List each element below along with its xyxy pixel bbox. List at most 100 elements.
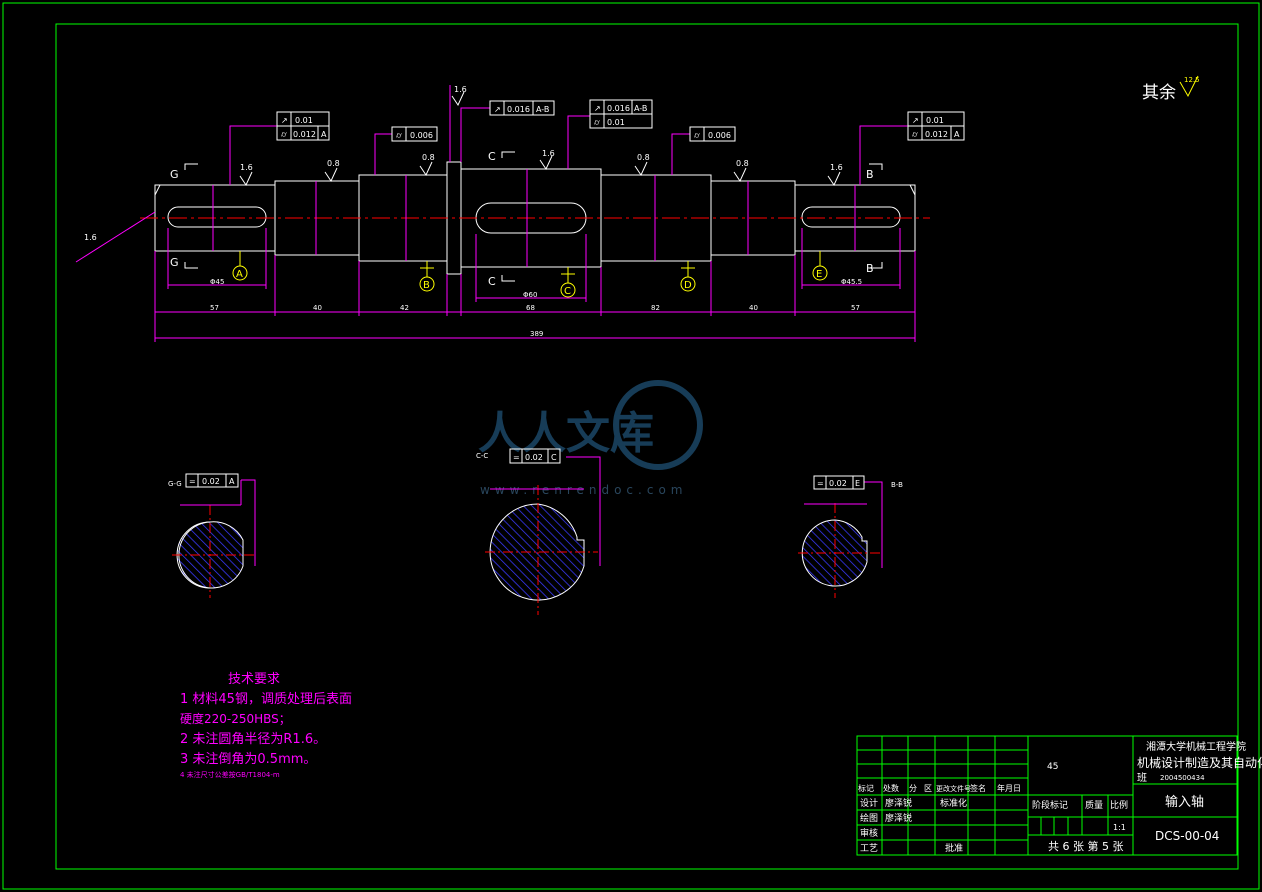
datum-A: A xyxy=(236,269,243,280)
tf1-r2-datum: A xyxy=(321,130,327,139)
section-mark-4: B xyxy=(866,168,874,181)
tech-item-3: 3 未注倒角为0.5mm。 xyxy=(180,752,316,767)
tolerance-frame-3 xyxy=(489,100,555,116)
tb-h-change: 更改文件号 xyxy=(936,784,971,793)
section-mark-0: G xyxy=(170,168,179,181)
frame-bb-datum: E xyxy=(855,479,860,488)
tf6-r1-sym: ↗ xyxy=(912,116,919,125)
dim-seg-0: 57 xyxy=(210,304,219,312)
tf4-r2-sym: ⌭ xyxy=(594,118,600,127)
tech-title: 技术要求 xyxy=(228,672,280,687)
frame-gg-sym: = xyxy=(189,477,196,486)
datum-D: D xyxy=(684,280,692,291)
tf4-r2-val: 0.01 xyxy=(607,118,625,127)
frame-bb-sym: = xyxy=(817,479,824,488)
dim-keyway-1: Φ60 xyxy=(523,291,537,299)
section-label-cc: C-C xyxy=(476,452,488,460)
tb-class: 班 xyxy=(1137,772,1147,784)
tech-requirements: 技术要求 1 材料45钢，调质处理后表面 硬度220-250HBS； 2 未注圆… xyxy=(180,672,352,779)
tolerance-frame-6 xyxy=(907,111,965,141)
dim-seg-2: 42 xyxy=(400,304,409,312)
roughness-symbols xyxy=(239,91,841,187)
section-mark-5: B xyxy=(866,262,874,275)
datum-B: B xyxy=(423,280,430,291)
tolerance-frame-5 xyxy=(689,126,736,142)
tech-item-2: 2 未注圆角半径为R1.6。 xyxy=(180,732,326,747)
roughness-1: 0.8 xyxy=(327,159,340,168)
inner-frame xyxy=(55,23,1239,870)
tech-item-1: 硬度220-250HBS； xyxy=(180,711,291,726)
roughness-8: 1.6 xyxy=(84,233,97,242)
section-view-CC: = 0.02 C C-C xyxy=(476,448,601,615)
tolerance-frame-2 xyxy=(391,126,438,142)
tb-role-2: 审核 xyxy=(860,827,878,839)
section-view-GG: = 0.02 A G-G xyxy=(168,473,256,598)
roughness-note-value: 12.5 xyxy=(1184,76,1200,84)
tf5-val: 0.006 xyxy=(708,131,731,140)
tb-h-date: 年月日 xyxy=(997,783,1021,793)
tolerance-frame-1 xyxy=(276,111,330,141)
frame-cc-val: 0.02 xyxy=(525,453,543,462)
tf1-r2-sym: ⌭ xyxy=(281,130,287,139)
dimension-lines xyxy=(75,85,916,342)
dim-seg-6: 57 xyxy=(851,304,860,312)
datum-markers xyxy=(232,251,828,298)
roughness-4: 1.6 xyxy=(454,85,467,94)
tb-drawing-no: DCS-00-04 xyxy=(1155,829,1219,843)
tb-school: 湘潭大学机械工程学院 xyxy=(1146,740,1246,753)
frame-gg-datum: A xyxy=(229,477,235,486)
tf1-r1-sym: ↗ xyxy=(281,116,288,125)
tf4-r1-datum: A-B xyxy=(634,104,647,113)
dim-seg-5: 40 xyxy=(749,304,758,312)
section-label-gg: G-G xyxy=(168,480,182,488)
tb-role-1: 绘图 xyxy=(860,812,878,824)
tech-item-4: 4 未注尺寸公差按GB/T1804-m xyxy=(180,770,280,779)
tf6-r2-val: 0.012 xyxy=(925,130,948,139)
tf6-r2-datum: A xyxy=(954,130,960,139)
dim-seg-4: 82 xyxy=(651,304,660,312)
watermark: 人人文库 www.renrendoc.com xyxy=(478,380,703,497)
tf2-val: 0.006 xyxy=(410,131,433,140)
tb-name-0: 廖泽锐 xyxy=(885,797,912,809)
tb-role-3: 工艺 xyxy=(860,843,878,854)
roughness-note-label: 其余 xyxy=(1142,83,1176,103)
section-mark-2: C xyxy=(488,150,496,163)
tb-h-mark: 标记 xyxy=(858,783,874,793)
tf3-val: 0.016 xyxy=(507,105,530,114)
tb-role-0: 设计 xyxy=(860,797,878,809)
tf1-r1-val: 0.01 xyxy=(295,116,313,125)
section-arrows xyxy=(184,151,883,282)
tf1-r2-val: 0.012 xyxy=(293,130,316,139)
watermark-url: www.renrendoc.com xyxy=(480,483,687,497)
tb-part-name: 输入轴 xyxy=(1165,794,1204,810)
roughness-3: 1.6 xyxy=(542,149,555,158)
section-mark-3: C xyxy=(488,275,496,288)
frame-cc-datum: C xyxy=(551,453,557,462)
tech-item-0: 1 材料45钢，调质处理后表面 xyxy=(180,692,352,707)
tb-h-qu: 区 xyxy=(924,784,932,793)
tf6-r2-sym: ⌭ xyxy=(912,130,918,139)
roughness-6: 0.8 xyxy=(736,159,749,168)
tf4-r1-val: 0.016 xyxy=(607,104,630,113)
dim-seg-1: 40 xyxy=(313,304,322,312)
dim-keyway-0: Φ45 xyxy=(210,278,224,286)
section-view-BB: = 0.02 E B-B xyxy=(798,475,903,598)
tf3-sym: ↗ xyxy=(494,105,501,114)
tb-material: 45 xyxy=(1047,762,1058,772)
dim-seg-3: 68 xyxy=(526,304,535,312)
title-block: 45 湘潭大学机械工程学院 机械设计制造及其自动化 班 2004500434 输… xyxy=(856,735,1262,856)
keyway-right xyxy=(801,206,901,228)
tb-major: 机械设计制造及其自动化 xyxy=(1137,755,1262,770)
frame-gg-val: 0.02 xyxy=(202,477,220,486)
tf5-sym: ⌭ xyxy=(694,131,700,140)
tf3-datum: A-B xyxy=(536,105,549,114)
tb-h-fen: 分 xyxy=(909,784,917,793)
section-label-bb: B-B xyxy=(891,481,903,489)
frame-bb-val: 0.02 xyxy=(829,479,847,488)
tb-scale: 1:1 xyxy=(1113,823,1126,832)
roughness-7: 1.6 xyxy=(830,163,843,172)
tf4-r1-sym: ↗ xyxy=(594,104,601,113)
datum-E: E xyxy=(816,269,822,280)
frame-cc-sym: = xyxy=(513,453,520,462)
tb-extra-3: 批准 xyxy=(945,842,963,854)
